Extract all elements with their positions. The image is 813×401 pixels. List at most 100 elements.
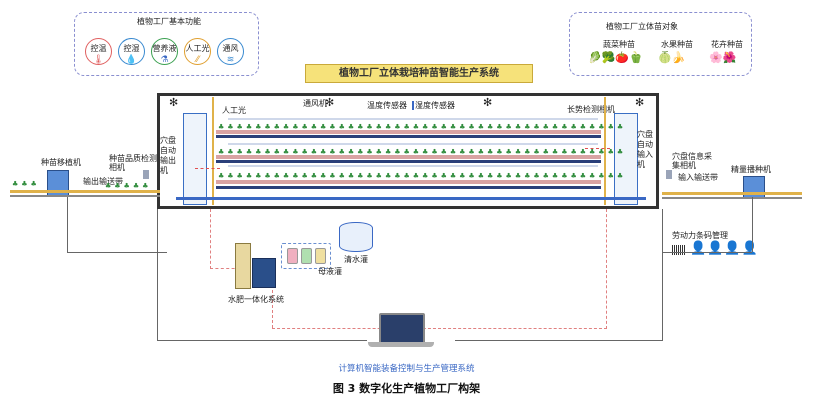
fan-icon: ✻: [325, 96, 335, 109]
light-icon: ⁄⁄: [195, 55, 199, 65]
conveyor-rail: [662, 197, 802, 199]
vegetable-icons: 🥬🥦🍅🫑: [588, 51, 643, 64]
vegetable-seedlings-label: 蔬菜种苗: [603, 40, 635, 49]
thermometer-icon: 🌡: [92, 55, 105, 65]
tray-output-label: 穴盘自动输出机: [160, 136, 176, 175]
barcode-icon: [672, 245, 686, 255]
precision-seeder-label: 精量播种机: [731, 165, 771, 174]
system-title: 植物工厂立体栽培种苗智能生产系统: [305, 64, 533, 83]
flow-arrow: [195, 168, 220, 169]
tray-input-label: 穴盘自动输入机: [637, 130, 653, 169]
vertical-rail: [212, 97, 214, 205]
temp-sensor-label: 温度传感器: [367, 101, 407, 110]
control-system-caption: 计算机智能装备控制与生产管理系统: [338, 364, 475, 374]
camera-icon: [666, 170, 672, 179]
quality-camera-label: 种苗品质检测相机: [109, 154, 157, 172]
water-pipe: [272, 328, 607, 329]
beaker-icon: ⚗: [160, 55, 169, 65]
sensor-marker: [412, 101, 414, 110]
function-label: 通风: [222, 44, 239, 53]
fan-icon: ✻: [169, 96, 179, 109]
function-label: 控湿: [123, 44, 140, 53]
laptop-screen: [379, 313, 425, 344]
fruit-icons: 🍈🍌: [658, 51, 686, 64]
figure-caption: 图 3 数字化生产植物工厂构架: [332, 382, 481, 395]
control-line: [455, 340, 663, 341]
clean-water-tank: [339, 222, 373, 252]
fruit-seedlings-label: 水果种苗: [661, 40, 693, 49]
shelf-level-2: [216, 160, 601, 163]
conveyor-rail: [10, 195, 160, 197]
cultivation-tray: [216, 180, 601, 184]
mother-liquor-tank: [315, 248, 326, 264]
conveyor-seedlings: ♣♣♣: [12, 180, 40, 188]
fan-icon: ✻: [635, 96, 645, 109]
flower-seedlings-label: 花卉种苗: [711, 40, 743, 49]
fan-icon: ✻: [483, 96, 493, 109]
mother-liquor-group: [281, 243, 331, 269]
vertical-rail: [604, 97, 606, 205]
function-nutrient: 营养液 ⚗: [151, 38, 178, 65]
control-line: [67, 197, 68, 252]
growth-camera-label: 长势检测相机: [567, 105, 615, 114]
light-bar: [228, 165, 598, 167]
clean-water-label: 清水灌: [344, 255, 368, 264]
mother-liquor-tank: [287, 248, 298, 264]
basic-functions-title: 植物工厂基本功能: [137, 17, 201, 26]
output-conveyor: [10, 190, 160, 193]
water-pipe: [606, 209, 607, 329]
function-humidity-control: 控湿 💧: [118, 38, 145, 65]
output-conveyor-label: 输出输送带: [83, 177, 123, 186]
water-pipe: [210, 209, 211, 269]
shelf-level-1: [216, 135, 601, 138]
function-temp-control: 控温 🌡: [85, 38, 112, 65]
tray-output-lift: [183, 113, 207, 205]
shelf-level-3: [216, 186, 601, 189]
fertigation-pump: [252, 258, 276, 288]
basic-functions-panel: [74, 12, 259, 76]
control-line: [662, 252, 752, 253]
function-label: 人工光: [185, 44, 210, 53]
artificial-light-label: 人工光: [222, 106, 246, 115]
control-line: [157, 209, 158, 341]
control-line: [157, 340, 367, 341]
flow-arrow: [585, 148, 610, 149]
mother-liquor-tank: [301, 248, 312, 264]
seedling-targets-title: 植物工厂立体苗对象: [606, 22, 678, 31]
water-pipe: [272, 290, 273, 328]
light-bar: [228, 118, 598, 120]
seedling-row: ♣♣♣♣♣♣♣♣♣♣♣♣♣♣♣♣♣♣♣♣♣♣♣♣♣♣♣♣♣♣♣♣♣♣♣♣♣♣♣♣…: [218, 148, 627, 156]
factory-frame: [157, 93, 659, 209]
shelf-base: [176, 197, 646, 200]
camera-icon: [143, 170, 149, 179]
function-artificial-light: 人工光 ⁄⁄: [184, 38, 211, 65]
ventilator-label: 通风机: [303, 99, 327, 108]
input-conveyor-label: 输入输送带: [678, 173, 718, 182]
function-label: 营养液: [152, 44, 177, 53]
droplet-icon: 💧: [125, 55, 138, 65]
mother-liquor-label: 母液灌: [318, 267, 342, 276]
laptop-base: [368, 342, 434, 347]
tray-input-lift: [614, 113, 638, 205]
conveyor-seedlings: ♣♣♣♣♣: [105, 182, 152, 190]
control-line: [662, 209, 663, 341]
fertigation-system-label: 水肥一体化系统: [228, 295, 284, 304]
seedling-targets-panel: [569, 12, 752, 76]
wind-icon: ≋: [226, 55, 235, 65]
cultivation-tray: [216, 130, 601, 134]
seedling-row: ♣♣♣♣♣♣♣♣♣♣♣♣♣♣♣♣♣♣♣♣♣♣♣♣♣♣♣♣♣♣♣♣♣♣♣♣♣♣♣♣…: [218, 123, 627, 131]
fertigation-tank: [235, 243, 251, 289]
input-conveyor: [662, 192, 802, 195]
function-label: 控温: [90, 44, 107, 53]
flower-icons: 🌸🌺: [709, 51, 737, 64]
seedling-transplanter-label: 种苗移植机: [41, 158, 81, 167]
water-pipe: [210, 268, 240, 269]
cultivation-tray: [216, 155, 601, 159]
tray-info-camera-label: 穴盘信息采集相机: [672, 152, 712, 170]
control-line: [67, 252, 167, 253]
workers-icon: 👤👤👤👤: [690, 241, 759, 256]
light-bar: [228, 143, 598, 145]
control-line: [752, 197, 753, 252]
humidity-sensor-label: 湿度传感器: [415, 101, 455, 110]
function-ventilation: 通风 ≋: [217, 38, 244, 65]
